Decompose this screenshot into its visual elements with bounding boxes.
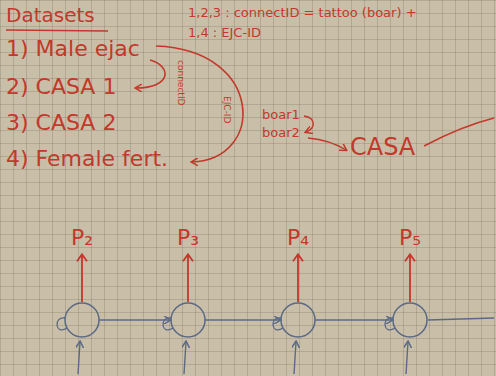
self-loop <box>273 318 283 330</box>
casa-arrow <box>424 118 494 146</box>
state-circle: P₅ <box>380 226 440 342</box>
state-circle: P₂ <box>52 226 112 342</box>
state-circle: P₄ <box>268 226 328 342</box>
circle <box>171 303 205 337</box>
dataset-item: 4) Female fert. <box>6 146 168 171</box>
dataset-item: 1) Male ejac <box>6 36 140 61</box>
chain-arrow <box>315 319 392 320</box>
chain-arrow <box>205 319 280 320</box>
chain-arrow <box>428 318 494 320</box>
input-arrow <box>78 342 80 374</box>
dataset-item: 2) CASA 1 <box>6 74 116 99</box>
note: 1,2,3 : connectID = tattoo (boar) + <box>188 6 417 21</box>
output-arrow <box>293 254 303 302</box>
circle <box>65 303 99 337</box>
chain-arrow <box>99 319 170 320</box>
arrow-note: EJC-ID <box>222 96 232 123</box>
circle <box>281 303 315 337</box>
input-arrow <box>406 342 408 374</box>
boar-arrow <box>308 138 346 150</box>
note: 1,4 : EJC-ID <box>188 26 261 41</box>
dataset-arrow <box>136 60 165 88</box>
dataset-arc <box>156 46 243 162</box>
arrow-note: connectID <box>176 60 186 105</box>
dataset-item: 3) CASA 2 <box>6 110 116 135</box>
state-label: P₃ <box>177 226 199 250</box>
circle <box>393 303 427 337</box>
self-loop <box>163 318 173 330</box>
state-label: P₂ <box>71 226 93 250</box>
note: CASA <box>350 134 415 162</box>
state-circle: P₃ <box>158 226 218 342</box>
underline <box>6 30 108 31</box>
output-arrow <box>183 254 193 302</box>
state-label: P₄ <box>287 226 309 250</box>
boar-arrow <box>304 116 313 132</box>
self-loop <box>385 318 395 330</box>
input-arrow <box>294 342 296 374</box>
input-arrow <box>184 342 186 374</box>
note: boar2 <box>262 126 300 141</box>
note: boar1 <box>262 108 300 123</box>
heading: Datasets <box>6 4 95 27</box>
output-arrow <box>77 254 87 302</box>
output-arrow <box>405 254 415 302</box>
self-loop <box>57 318 67 330</box>
state-label: P₅ <box>399 226 421 250</box>
